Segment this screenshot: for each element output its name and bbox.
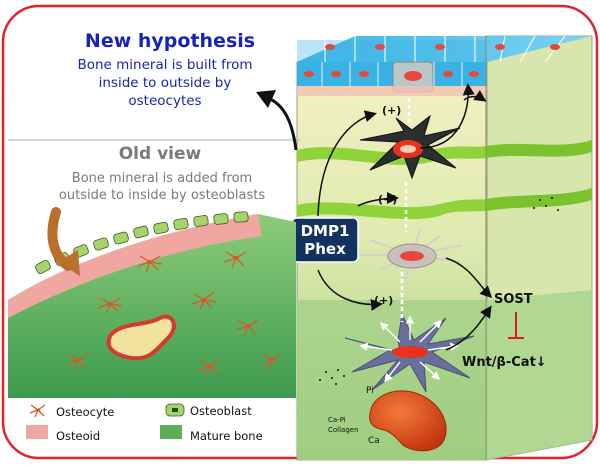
- old-osteocytes: [65, 251, 281, 377]
- old-view-line: outside to inside by osteoblasts: [58, 188, 266, 203]
- blood-vessel: [369, 390, 447, 452]
- old-view-body: Bone mineral is added from outside to in…: [12, 170, 312, 204]
- plus-sign: (+): [374, 294, 394, 307]
- old-view-illustration: [8, 207, 296, 398]
- dmp1-phex-label: DMP1 Phex: [294, 222, 356, 258]
- plus-sign: (+): [382, 104, 402, 117]
- old-view-title: Old view: [118, 144, 202, 164]
- hypothesis-arrow: [267, 96, 298, 151]
- collagen-label: Collagen: [328, 426, 359, 434]
- new-hypothesis-line: osteocytes: [128, 93, 202, 109]
- ca-label: Ca: [368, 436, 380, 446]
- old-view-line: Bone mineral is added from: [71, 171, 253, 186]
- legend-osteocyte: Osteocyte: [56, 405, 115, 419]
- legend-mature-bone: Mature bone: [190, 429, 263, 443]
- new-hypothesis-body: Bone mineral is built from inside to out…: [40, 56, 290, 110]
- phex-label: Phex: [304, 240, 346, 258]
- plus-sign: (+): [378, 193, 398, 206]
- dmp1-label: DMP1: [300, 222, 350, 240]
- osteocyte-dark: [359, 114, 461, 180]
- legend-osteoid: Osteoid: [56, 429, 101, 443]
- new-hypothesis-line: Bone mineral is built from: [77, 57, 253, 73]
- legend: [26, 403, 185, 439]
- ca-pi-label: Ca-Pi: [328, 416, 346, 424]
- new-hypothesis-line: inside to outside by: [98, 75, 232, 91]
- wnt-label: Wnt/β-Cat↓: [462, 355, 547, 370]
- osteocyte-mineralizing: [344, 312, 475, 393]
- new-hypothesis-title: New hypothesis: [84, 30, 256, 52]
- legend-osteoblast: Osteoblast: [190, 404, 252, 418]
- pi-label: Pi: [366, 386, 374, 396]
- sost-label: SOST: [494, 292, 533, 307]
